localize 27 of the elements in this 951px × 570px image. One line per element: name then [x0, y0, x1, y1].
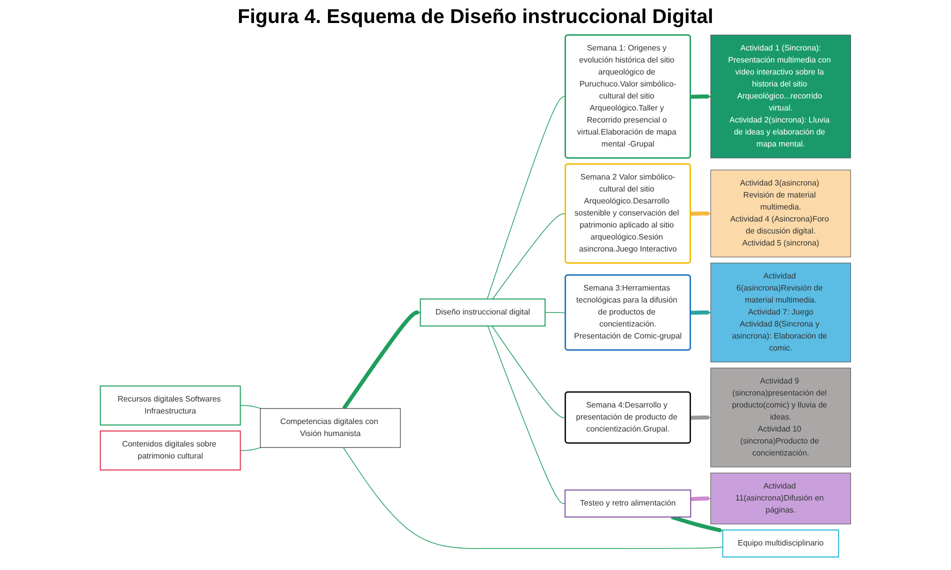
connector: [240, 447, 262, 451]
node-box: Actividad 9 (sincrona)presentación del producto(comic) y lluvia de ideas. Actividad 10 (sincrona)Producto de concientización.: [710, 368, 851, 468]
arrow: [690, 94, 711, 99]
connector: [492, 213, 566, 300]
node-box: Diseño instruccional digital: [420, 298, 546, 326]
connector: [240, 405, 262, 409]
connector: [487, 326, 566, 504]
node-box: Testeo y retro alimentación: [564, 490, 692, 518]
connector: [486, 96, 566, 300]
node-box: Actividad 6(asincrona)Revisión de material multimedia. Actividad 7: Juego Actividad 8(Sincrona y asincrona): Elaboración de comic.: [710, 262, 851, 362]
node-box: Recursos digitales Softwares Infraestructura: [100, 386, 241, 426]
node-box: Actividad 11(asincrona)Difusión en páginas.: [710, 472, 851, 524]
connector: [342, 447, 724, 549]
connector: [544, 312, 566, 314]
arrow: [690, 211, 711, 216]
arrow: [690, 415, 711, 420]
node-box: Competencias digitales con Visión humanista: [260, 408, 401, 448]
connector: [492, 326, 566, 418]
node-box: Actividad 1 (Sincrona): Presentación multimedia con video interactivo sobre la historia del sitio Arqueológico...recorrido virtual. Actividad 2(sincrona): Lluvia de ideas y elaboración de mapa mental.: [710, 34, 851, 158]
arrow: [670, 515, 723, 532]
diagram-title: Figura 4. Esquema de Diseño instruccional Digital: [236, 5, 714, 30]
arrow: [690, 496, 711, 502]
arrow: [690, 310, 711, 315]
node-box: Equipo multidisciplinario: [722, 530, 840, 558]
arrow: [342, 310, 421, 410]
node-box: Contenidos digitales sobre patrimonio cultural: [100, 430, 241, 470]
node-box: Actividad 3(asincrona) Revisión de material multimedia. Actividad 4 (Asincrona)Foro de discusión digital. Actividad 5 (sincrona): [710, 170, 851, 258]
